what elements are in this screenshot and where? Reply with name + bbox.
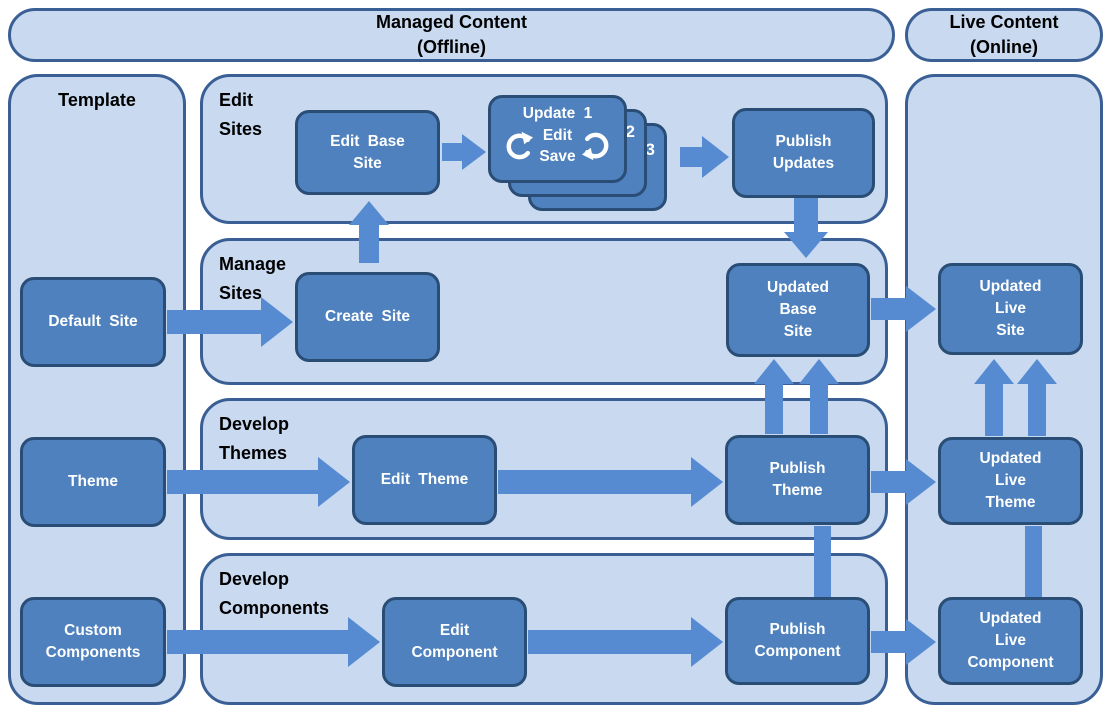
arrow-publish-updates-to-updated-base-site	[784, 198, 828, 258]
arrow-publish-component-to-updated-live-component	[871, 619, 936, 665]
node-edit-component: Edit Component	[382, 597, 527, 687]
arrow-edit-base-site-to-update-cards	[442, 134, 486, 170]
node-edit-theme: Edit Theme	[352, 435, 497, 525]
arrow-updated-base-site-to-updated-live-site	[871, 286, 936, 332]
node-edit-base-site: Edit Base Site	[295, 110, 440, 195]
arrow-create-site-to-edit-base-site	[349, 201, 389, 263]
group-manage-sites-label: Manage Sites	[219, 254, 287, 303]
arrow-theme-to-edit-theme	[167, 457, 350, 507]
update-card-edit-label: Edit	[542, 127, 573, 144]
node-publish-updates: Publish Updates	[732, 108, 875, 198]
header-live-content: Live Content (Online)	[905, 8, 1103, 62]
node-updated-base-site: Updated Base Site	[726, 263, 870, 357]
update-card-actions: Edit Save	[539, 125, 575, 167]
arrow-edit-theme-to-publish-theme	[498, 457, 723, 507]
update-card-cycle-row: Edit Save	[502, 125, 612, 167]
node-updated-live-component: Updated Live Component	[938, 597, 1083, 685]
node-publish-theme: Publish Theme	[725, 435, 870, 525]
header-live-line1: Live Content	[949, 12, 1059, 32]
update-card-2-number: 2	[625, 122, 635, 141]
header-managed-line2: (Offline)	[417, 37, 486, 57]
arrow-updated-live-theme-to-updated-live-site-2	[1017, 359, 1057, 436]
arrow-publish-theme-to-updated-base-site-2	[799, 359, 839, 434]
node-publish-component: Publish Component	[725, 597, 870, 685]
group-develop-components-label: Develop Components	[219, 569, 329, 618]
arrow-custom-components-to-edit-component	[167, 617, 380, 667]
node-custom-components: Custom Components	[20, 597, 166, 687]
node-default-site: Default Site	[20, 277, 166, 367]
arrow-publish-theme-to-updated-base-site-1	[754, 359, 794, 434]
header-managed-content: Managed Content (Offline)	[8, 8, 895, 62]
arrow-default-site-to-create-site	[167, 297, 293, 347]
arrow-publish-theme-to-updated-live-theme	[871, 459, 936, 505]
connector-publish-component-to-publish-theme	[814, 526, 831, 598]
node-theme: Theme	[20, 437, 166, 527]
arrow-edit-component-to-publish-component	[528, 617, 723, 667]
cycle-arrow-right-icon	[581, 130, 613, 162]
header-live-line2: (Online)	[970, 37, 1038, 57]
header-managed-line1: Managed Content	[376, 12, 527, 32]
node-updated-live-site: Updated Live Site	[938, 263, 1083, 355]
connector-updated-live-component-to-updated-live-theme	[1025, 526, 1042, 598]
update-card-save-label: Save	[539, 148, 576, 165]
update-card-3-number: 3	[645, 140, 655, 159]
group-develop-themes-label: Develop Themes	[219, 414, 290, 463]
group-edit-sites-label: Edit Sites	[219, 90, 263, 139]
arrow-updated-live-theme-to-updated-live-site-1	[974, 359, 1014, 436]
node-update-card-1: Update 1 Edit Save	[488, 95, 627, 183]
cycle-arrow-left-icon	[502, 130, 534, 162]
node-updated-live-theme: Updated Live Theme	[938, 437, 1083, 525]
node-create-site: Create Site	[295, 272, 440, 362]
arrow-update-cards-to-publish-updates	[680, 136, 729, 178]
update-card-title: Update 1	[522, 105, 593, 122]
group-template-label: Template	[58, 90, 136, 110]
